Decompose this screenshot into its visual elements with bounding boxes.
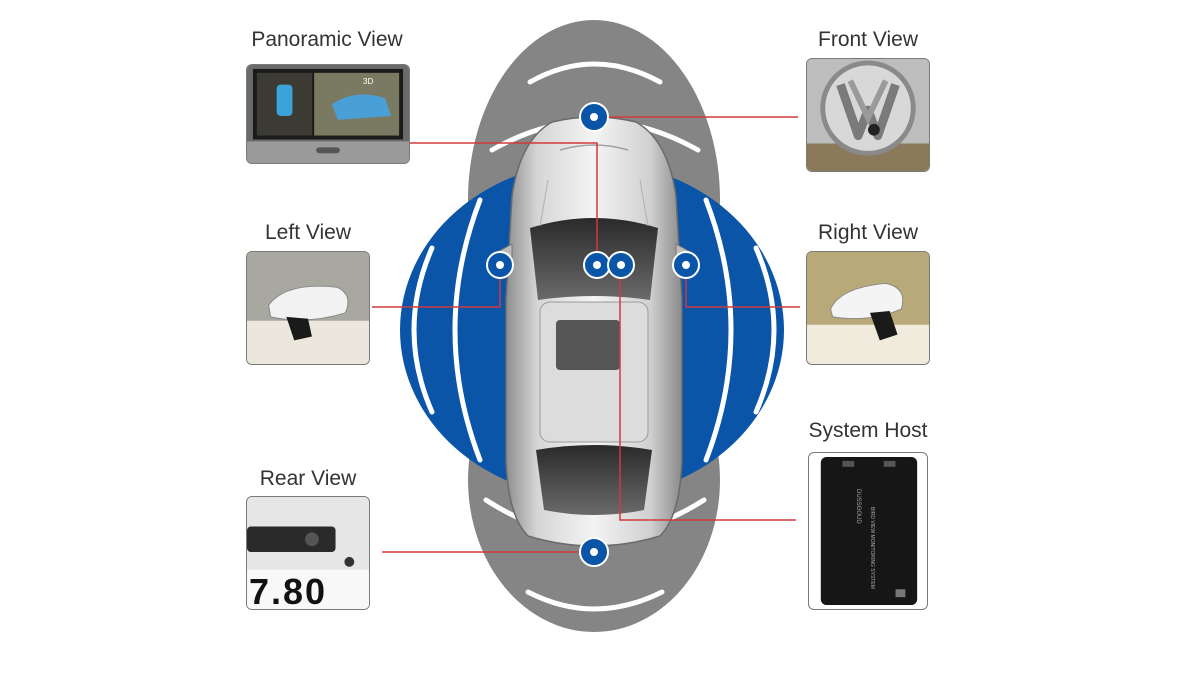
center-marker-panoramic	[583, 251, 611, 279]
camera-markers	[486, 102, 700, 567]
front-view-photo	[806, 58, 930, 172]
leader-lines	[372, 116, 800, 553]
left-view-photo	[246, 251, 370, 365]
right-camera-marker	[672, 251, 700, 279]
panoramic-view-label: Panoramic View	[251, 28, 403, 51]
rear-view-label: Rear View	[259, 467, 357, 490]
front-view-label: Front View	[818, 28, 918, 51]
right-view-label: Right View	[818, 221, 918, 244]
host-system-text: BIRD VIEW MONITORING SYSTEM	[869, 507, 875, 589]
panoramic-screen-mode-text: 3D	[363, 77, 374, 86]
rear-view-photo: 7.80	[246, 496, 370, 610]
right-view-photo	[806, 251, 930, 365]
license-plate-text: 7.80	[249, 571, 328, 610]
system-host-photo: DUSSGOUD BIRD VIEW MONITORING SYSTEM	[808, 452, 928, 610]
car-top-view	[493, 116, 695, 547]
rear-camera-marker	[579, 537, 609, 567]
host-leader-line	[619, 265, 796, 521]
panoramic-view-photo: 3D	[246, 64, 410, 164]
left-camera-marker	[486, 251, 514, 279]
host-brand-text: DUSSGOUD	[855, 489, 861, 524]
left-view-label: Left View	[265, 221, 351, 244]
panoramic-leader-line	[400, 142, 598, 265]
front-camera-marker	[579, 102, 609, 132]
system-host-label: System Host	[808, 419, 928, 442]
center-marker-host	[607, 251, 635, 279]
